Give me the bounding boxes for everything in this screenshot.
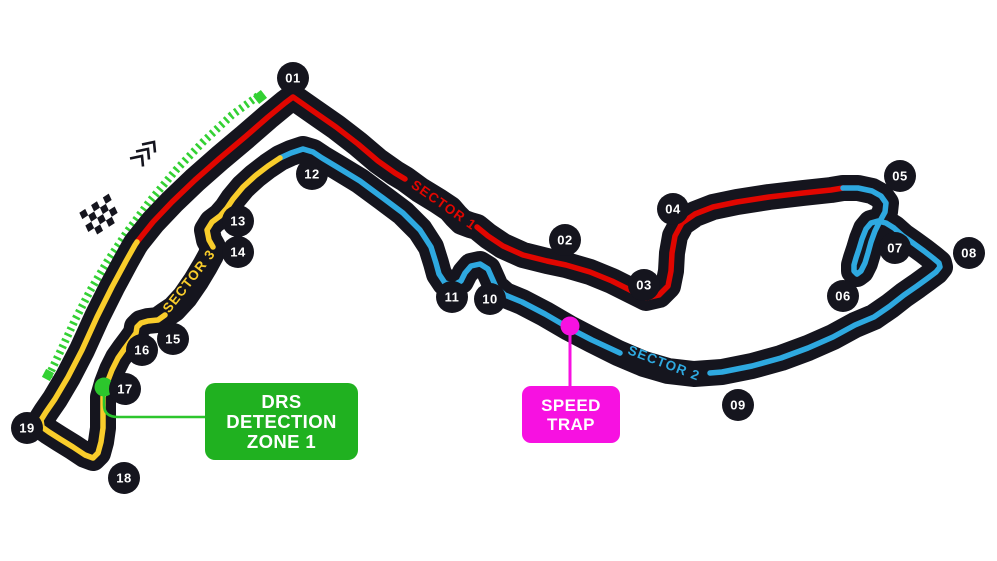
turn-marker-19: 19 — [11, 412, 43, 444]
drs-ribbon-end-bottom — [41, 368, 55, 382]
speed-trap-box: SPEED TRAP — [522, 386, 620, 443]
turn-marker-circle — [549, 224, 581, 256]
turn-marker-number: 17 — [117, 382, 132, 397]
drs-zone-dashed-ribbon — [44, 92, 261, 379]
turn-marker-number: 15 — [165, 332, 180, 347]
turn-marker-circle — [277, 62, 309, 94]
turn-marker-number: 06 — [835, 289, 850, 304]
drs-box-line3: ZONE 1 — [246, 430, 317, 452]
turn-marker-number: 02 — [557, 233, 572, 248]
turn-marker-number: 03 — [636, 278, 651, 293]
turn-marker-number: 10 — [482, 292, 497, 307]
turn-marker-number: 14 — [230, 245, 246, 260]
turn-marker-circle — [628, 269, 660, 301]
turn-marker-number: 18 — [116, 471, 131, 486]
drs-box-line2: DETECTION — [226, 410, 337, 432]
turn-marker-circle — [222, 236, 254, 268]
turn-marker-01: 01 — [277, 62, 309, 94]
turn-marker-14: 14 — [222, 236, 254, 268]
turn-marker-circle — [436, 281, 468, 313]
turn-marker-number: 19 — [19, 421, 34, 436]
turn-marker-circle — [879, 232, 911, 264]
speed-trap-line2: TRAP — [547, 414, 595, 434]
sector1-line — [134, 94, 846, 301]
turn-markers-layer: 01 02 03 04 05 06 07 08 09 10 11 12 13 14 15 16 17 18 19 — [11, 62, 985, 494]
speed-trap-dot — [560, 316, 580, 336]
turn-marker-18: 18 — [108, 462, 140, 494]
turn-marker-09: 09 — [722, 389, 754, 421]
direction-chevrons-icon — [129, 140, 157, 167]
turn-marker-circle — [722, 389, 754, 421]
turn-marker-11: 11 — [436, 281, 468, 313]
turn-marker-number: 04 — [665, 202, 681, 217]
turn-marker-06: 06 — [827, 280, 859, 312]
turn-marker-12: 12 — [296, 158, 328, 190]
turn-marker-02: 02 — [549, 224, 581, 256]
turn-marker-circle — [657, 193, 689, 225]
turn-marker-07: 07 — [879, 232, 911, 264]
turn-marker-circle — [296, 158, 328, 190]
turn-marker-number: 05 — [892, 169, 907, 184]
drs-detection-connector-line — [102, 389, 207, 419]
turn-marker-circle — [474, 283, 506, 315]
turn-marker-number: 12 — [304, 167, 319, 182]
turn-marker-number: 11 — [445, 290, 460, 305]
turn-marker-04: 04 — [657, 193, 689, 225]
drs-ribbon-end-top — [252, 89, 268, 105]
turn-marker-circle — [827, 280, 859, 312]
turn-marker-number: 13 — [230, 214, 245, 229]
checkered-flag-icon — [79, 193, 118, 235]
turn-marker-circle — [884, 160, 916, 192]
turn-marker-15: 15 — [157, 323, 189, 355]
turn-marker-16: 16 — [126, 334, 158, 366]
speed-trap-line1: SPEED — [541, 395, 601, 415]
turn-marker-circle — [157, 323, 189, 355]
turn-marker-circle — [222, 205, 254, 237]
turn-marker-circle — [108, 462, 140, 494]
drs-detection-zone-box: DRS DETECTION ZONE 1 — [205, 383, 358, 460]
turn-marker-03: 03 — [628, 269, 660, 301]
turn-marker-number: 16 — [134, 343, 149, 358]
turn-marker-circle — [126, 334, 158, 366]
turn-marker-13: 13 — [222, 205, 254, 237]
turn-marker-number: 08 — [961, 246, 976, 261]
turn-marker-circle — [109, 373, 141, 405]
turn-marker-10: 10 — [474, 283, 506, 315]
sector3-line — [38, 155, 283, 461]
drs-detection-dot — [94, 377, 114, 397]
turn-marker-number: 09 — [730, 398, 745, 413]
drs-box-line1: DRS — [261, 390, 302, 412]
turn-marker-05: 05 — [884, 160, 916, 192]
turn-marker-circle — [953, 237, 985, 269]
turn-marker-number: 07 — [887, 241, 902, 256]
turn-marker-08: 08 — [953, 237, 985, 269]
turn-marker-17: 17 — [109, 373, 141, 405]
turn-marker-circle — [11, 412, 43, 444]
turn-marker-number: 01 — [285, 71, 300, 86]
